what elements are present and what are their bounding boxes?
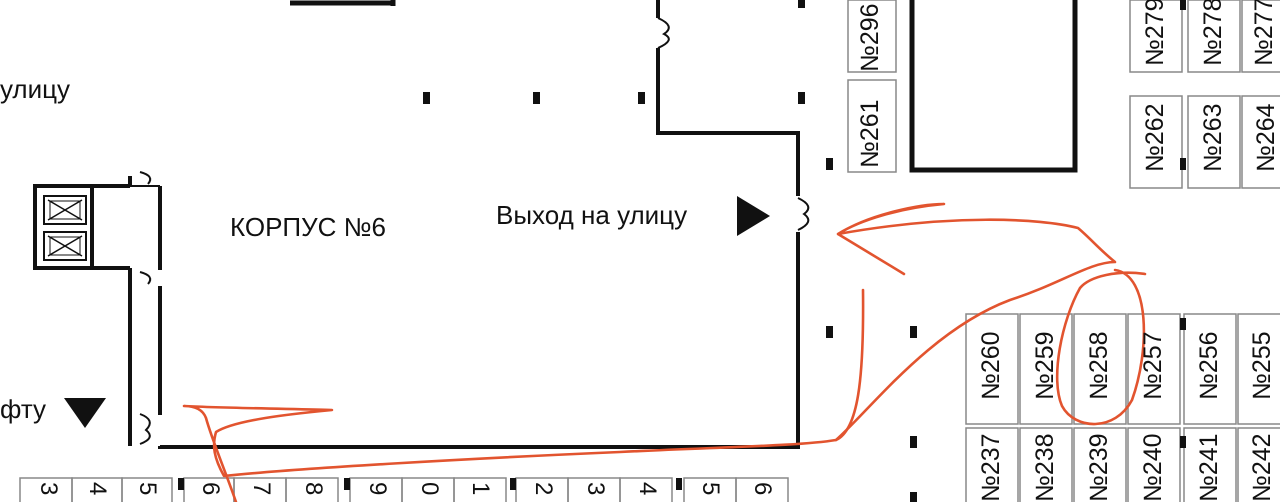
door-icon [797,197,810,231]
door-icon [657,17,670,49]
street-label: улицу [0,74,71,104]
strip-number: 3 [35,482,62,496]
bottom-stall-strip [19,477,789,502]
stall-label: №242 [1248,433,1276,502]
stall-label: №264 [1252,103,1280,172]
strip-number: 2 [530,482,557,496]
strip-number: 3 [582,482,609,496]
column [798,0,805,8]
column [798,92,805,104]
column [910,492,917,502]
lift-label: фту [0,394,47,424]
stair-wall [92,176,162,446]
stall-label: №262 [1141,103,1169,172]
stall-label: №255 [1248,331,1276,400]
stall-posts [1180,0,1186,448]
building-6-wall [158,0,800,449]
column [533,92,540,104]
exit-label: Выход на улицу [496,200,688,230]
lift-arrow-icon [64,398,106,428]
stall-label: №237 [977,433,1005,502]
stall-label: №296 [856,3,884,72]
stall-label: №238 [1031,433,1059,502]
door-icon [139,413,151,445]
stall-label: №240 [1139,433,1167,502]
building-block [909,0,1078,173]
column [826,158,833,170]
route-annotation [182,202,1147,502]
stall-label: №263 [1199,103,1227,172]
strip-number: 4 [84,482,111,496]
stall-label: №241 [1195,433,1223,502]
stall-label: №257 [1139,331,1167,400]
column [638,92,645,104]
door-icon [139,171,152,185]
stall-label: №239 [1085,433,1113,502]
stall-label: №260 [977,331,1005,400]
strip-number: 0 [416,482,443,496]
column [423,92,430,104]
strip-number: 1 [467,482,494,496]
strip-number: 6 [197,482,224,496]
stall-label: №261 [856,99,884,168]
strip-number: 5 [134,482,161,496]
building-label: КОРПУС №6 [230,212,386,242]
strip-number: 5 [697,482,724,496]
strip-posts [178,478,682,490]
strip-number: 7 [248,482,275,496]
stall-label: №278 [1199,0,1227,66]
door-icon [139,271,152,285]
strip-number: 6 [749,482,776,496]
strip-number: 9 [364,482,391,496]
column [826,326,833,338]
exit-arrow-icon [737,196,770,236]
stall-label: №256 [1195,331,1223,400]
strip-number: 4 [634,482,661,496]
lift-icon [43,195,87,225]
stall-label: №279 [1141,0,1169,66]
stall-label: №258 [1085,331,1113,400]
column [910,326,917,338]
lift-icon [43,231,87,261]
stall-label: №277 [1250,0,1278,66]
strip-number: 8 [300,482,327,496]
stall-label: №259 [1031,331,1059,400]
column [910,436,917,448]
